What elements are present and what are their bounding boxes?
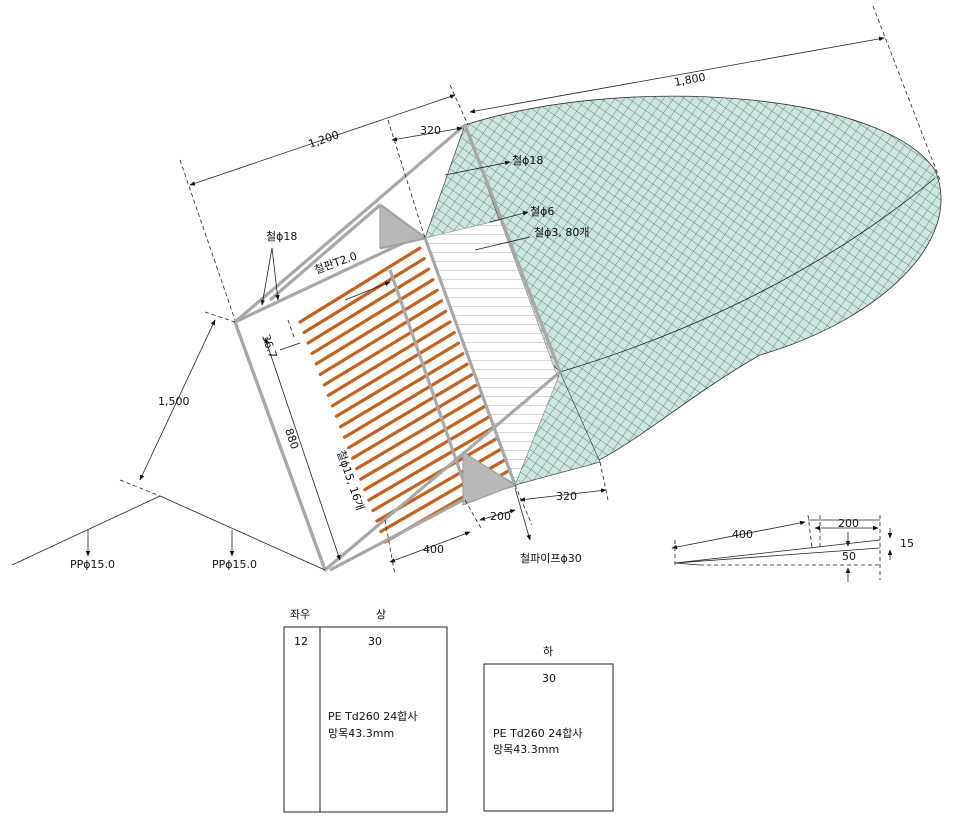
dim-320-top: 320	[420, 124, 441, 137]
dim-1200: 1,200	[307, 128, 341, 151]
table-lower-material-1: PE Td260 24합사	[493, 727, 583, 740]
detail-15: 15	[900, 537, 914, 550]
plate-top	[379, 204, 427, 249]
table-lower-header: 하	[543, 644, 553, 658]
iron-rod	[355, 394, 482, 471]
dim-1800: 1,800	[673, 71, 706, 89]
iron-rod	[326, 320, 452, 397]
table-upper-top-value: 30	[368, 635, 382, 648]
detail-400: 400	[732, 528, 753, 541]
table-upper-material-2: 망목43.3mm	[328, 727, 394, 740]
table-upper-material-1: PE Td260 24합사	[328, 710, 418, 723]
label-iron-6: 철ϕ6	[530, 205, 554, 218]
dim-36-7: 36.7	[259, 333, 279, 360]
detail-profile	[671, 514, 893, 582]
iron-rod	[330, 330, 456, 408]
detail-200: 200	[838, 517, 859, 530]
dim-320-bottom: 320	[556, 490, 577, 503]
label-iron-15: 철ϕ15, 16개	[334, 449, 367, 512]
dim-400: 400	[423, 543, 444, 556]
table-upper	[283, 626, 448, 813]
table-upper-side-value: 12	[294, 635, 308, 648]
iron-rod	[359, 404, 486, 481]
iron-rod	[367, 426, 495, 502]
table-upper-top-header: 상	[376, 608, 386, 621]
iron-rod	[351, 383, 478, 460]
iron-rod	[302, 256, 426, 335]
table-upper-side-header: 좌우	[290, 608, 310, 621]
plate-bottom	[462, 451, 517, 506]
dim-200: 200	[490, 510, 511, 523]
pp-line	[11, 495, 326, 571]
iron-rod	[363, 415, 491, 492]
iron-rod	[298, 246, 422, 324]
net-center-line	[559, 177, 936, 373]
iron-rod	[371, 436, 499, 513]
detail-50: 50	[842, 550, 856, 563]
label-iron-3: 철ϕ3, 80개	[534, 226, 590, 239]
iron-rod	[334, 341, 461, 418]
dim-1500: 1,500	[158, 395, 190, 408]
iron-rod	[322, 309, 448, 387]
table-lower-material-2: 망목43.3mm	[493, 743, 559, 756]
table-lower	[483, 663, 614, 812]
label-iron-18-top: 철ϕ18	[512, 154, 543, 167]
label-iron-pipe: 철파이프ϕ30	[520, 552, 582, 565]
iron-rod	[306, 267, 431, 345]
iron-rod	[342, 362, 469, 439]
label-iron-18-left: 철ϕ18	[266, 230, 297, 243]
iron-rod	[346, 373, 474, 450]
label-pp-right: PPϕ15.0	[212, 558, 257, 571]
label-pp-left: PPϕ15.0	[70, 558, 115, 571]
dimensions	[119, 5, 941, 576]
iron-rod	[338, 352, 465, 429]
dim-880: 880	[282, 427, 301, 451]
table-lower-value: 30	[542, 672, 556, 685]
leaders	[260, 160, 531, 306]
label-iron-plate: 철판T2.0	[313, 249, 359, 276]
